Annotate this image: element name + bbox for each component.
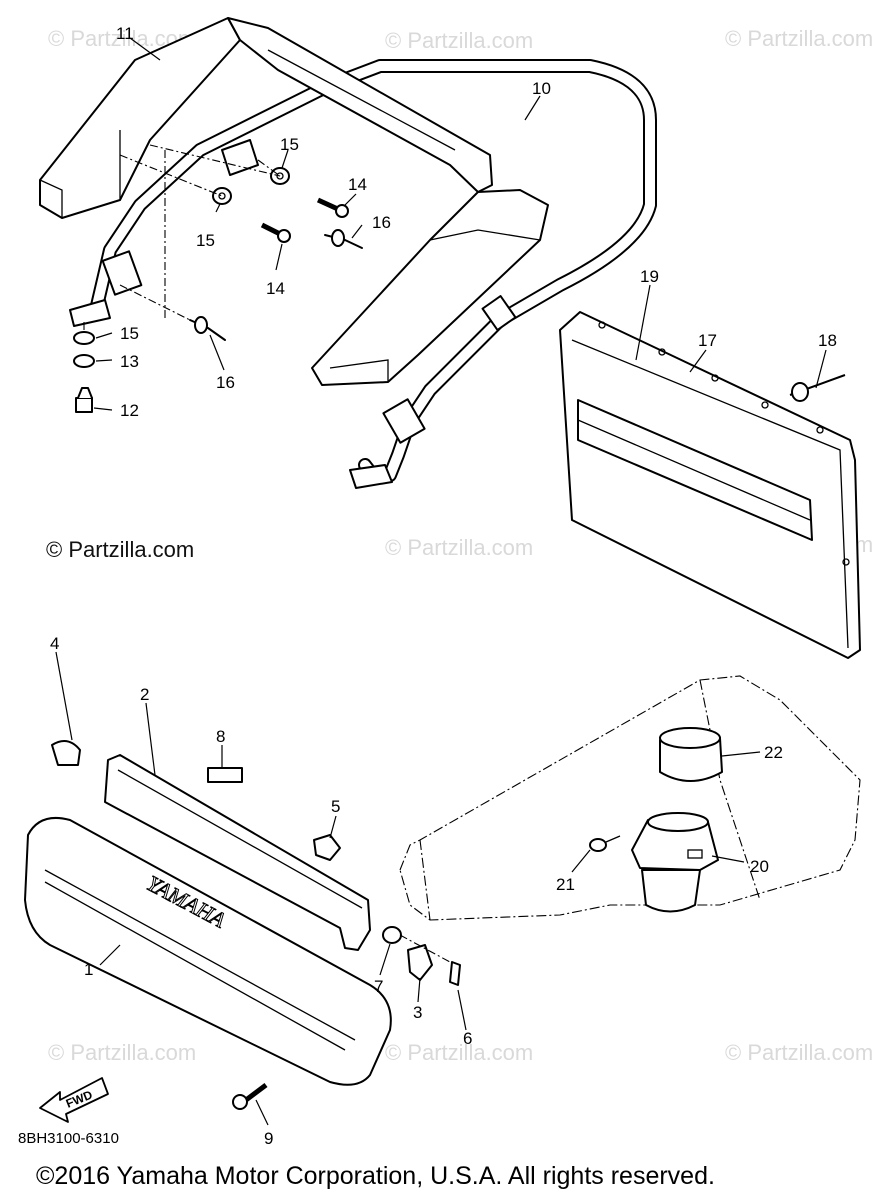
part-6-clip	[449, 961, 461, 986]
carrier-hardware	[73, 144, 363, 413]
callout-6: 6	[463, 1029, 472, 1048]
callout-9: 9	[264, 1129, 273, 1148]
callout-14: 14	[348, 175, 367, 194]
callout-15: 15	[280, 135, 299, 154]
part-2-stay	[104, 754, 371, 951]
callout-16: 16	[372, 213, 391, 232]
callout-18: 18	[818, 331, 837, 350]
callout-15: 15	[196, 231, 215, 250]
watermark: © Partzilla.com	[725, 26, 873, 51]
callout-4: 4	[50, 634, 59, 653]
watermark: © Partzilla.com	[385, 28, 533, 53]
watermark: © Partzilla.com	[725, 1040, 873, 1065]
part-10-grab-bar	[69, 59, 657, 489]
part-7-washer	[382, 926, 402, 944]
callout-1: 1	[84, 960, 93, 979]
callouts: 11 10 15 14 15 16 14 15 13 12 16 19 17 1…	[50, 24, 837, 1148]
leader-lines	[55, 37, 827, 1126]
watermark: © Partzilla.com	[385, 535, 533, 560]
part-21-clip	[589, 835, 621, 852]
part-11-carrier	[39, 17, 549, 386]
callout-16: 16	[216, 373, 235, 392]
callout-8: 8	[216, 727, 225, 746]
watermark: © Partzilla.com	[48, 1040, 196, 1065]
callout-17: 17	[698, 331, 717, 350]
part-3-bracket	[407, 944, 433, 981]
part-22-cap	[659, 727, 723, 782]
watermark: © Partzilla.com	[46, 537, 194, 562]
callout-12: 12	[120, 401, 139, 420]
callout-13: 13	[120, 352, 139, 371]
part-9-screw	[232, 1083, 268, 1110]
part-5-grommet	[313, 834, 341, 861]
part-1-front-cover: YAMAHA	[24, 816, 392, 1086]
callout-14: 14	[266, 279, 285, 298]
fwd-arrow: FWD	[39, 1077, 109, 1123]
part-8-label	[207, 767, 243, 783]
callout-21: 21	[556, 875, 575, 894]
callout-2: 2	[140, 685, 149, 704]
callout-11: 11	[116, 24, 134, 43]
watermark: © Partzilla.com	[385, 1040, 533, 1065]
part-20-filler-neck	[631, 812, 719, 913]
callout-3: 3	[413, 1003, 422, 1022]
callout-22: 22	[764, 743, 783, 762]
fuel-tank	[399, 675, 861, 921]
part-4-bracket	[51, 740, 81, 766]
copyright-notice: ©2016 Yamaha Motor Corporation, U.S.A. A…	[36, 1162, 715, 1190]
part-17-mud-flap	[559, 311, 861, 659]
callout-5: 5	[331, 797, 340, 816]
diagram-code: 8BH3100-6310	[18, 1130, 119, 1147]
callout-15: 15	[120, 324, 139, 343]
callout-19: 19	[640, 267, 659, 286]
callout-10: 10	[532, 79, 551, 98]
callout-20: 20	[750, 857, 769, 876]
callout-7: 7	[374, 977, 383, 996]
